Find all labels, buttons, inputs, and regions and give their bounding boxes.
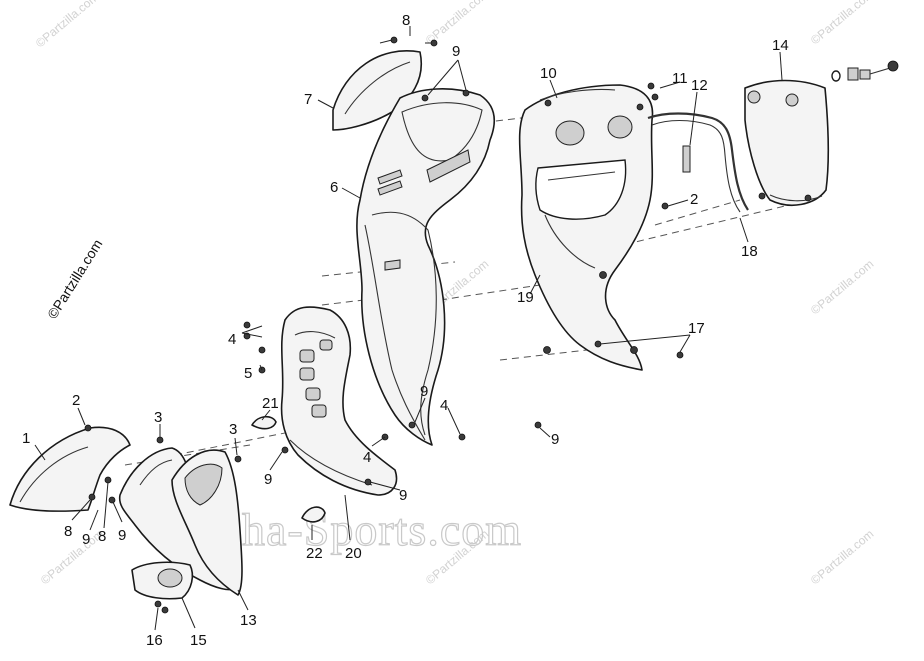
part-label: 18 xyxy=(741,243,758,260)
part-21-cap xyxy=(251,415,277,430)
part-label: 4 xyxy=(228,331,236,348)
part-label: 17 xyxy=(688,320,705,337)
part-label: 5 xyxy=(244,365,252,382)
part-label: 12 xyxy=(691,77,708,94)
watermark: ©Partzilla.com xyxy=(808,0,876,47)
part-label: 7 xyxy=(304,91,312,108)
part-label: 13 xyxy=(240,612,257,629)
part-20-lower-panel xyxy=(280,306,398,496)
part-6-front-shield xyxy=(356,88,496,446)
part-label: 9 xyxy=(264,471,272,488)
part-13-front-fairing xyxy=(118,447,243,596)
part-label: 14 xyxy=(772,37,789,54)
watermark: ©Partzilla.com xyxy=(33,0,101,50)
part-label: 4 xyxy=(363,449,371,466)
screw-assembly xyxy=(831,60,899,82)
part-label: 21 xyxy=(262,395,279,412)
part-15-emblem xyxy=(131,561,194,600)
part-label: 19 xyxy=(517,289,534,306)
part-label: 15 xyxy=(190,632,207,649)
part-18-strip xyxy=(647,112,749,213)
part-label: 20 xyxy=(345,545,362,562)
part-label: 22 xyxy=(306,545,323,562)
part-7-windscreen xyxy=(332,50,423,131)
part-label: 9 xyxy=(82,531,90,548)
part-label: 2 xyxy=(690,191,698,208)
part-1-front-fender xyxy=(9,426,131,512)
part-label: 8 xyxy=(64,523,72,540)
part-label: 4 xyxy=(440,397,448,414)
part-label: 8 xyxy=(98,528,106,545)
watermark: ©Partzilla.com xyxy=(808,257,876,318)
part-10-inner-shield xyxy=(518,84,654,371)
part-labels: 1 2 3 3 4 4 4 5 6 7 8 8 8 9 9 9 9 9 9 9 … xyxy=(22,12,789,649)
part-label: 2 xyxy=(72,392,80,409)
part-label: 9 xyxy=(551,431,559,448)
part-label: 9 xyxy=(399,487,407,504)
part-label: 8 xyxy=(402,12,410,29)
part-label: 3 xyxy=(154,409,162,426)
copyright-text: ©Partzilla.com xyxy=(44,236,106,321)
part-12-clip xyxy=(682,145,691,173)
part-label: 9 xyxy=(452,43,460,60)
part-label: 9 xyxy=(118,527,126,544)
part-label: 10 xyxy=(540,65,557,82)
part-22-cap xyxy=(301,506,326,523)
part-label: 16 xyxy=(146,632,163,649)
leader-lines xyxy=(34,26,783,631)
part-label: 3 xyxy=(229,421,237,438)
part-14-rear-cover xyxy=(744,79,830,206)
part-label: 1 xyxy=(22,430,30,447)
part-label: 11 xyxy=(672,70,688,87)
part-label: 6 xyxy=(330,179,338,196)
watermark: ©Partzilla.com xyxy=(808,527,876,588)
part-label: 9 xyxy=(420,383,428,400)
